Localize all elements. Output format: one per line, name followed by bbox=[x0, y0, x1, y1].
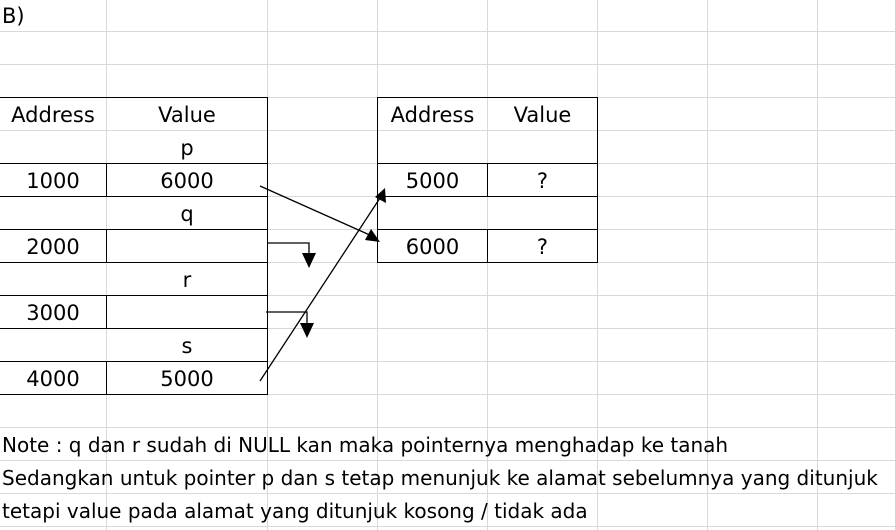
value-cell: 5000 bbox=[160, 367, 214, 391]
right-header-value: Value bbox=[513, 103, 572, 127]
address-cell: 4000 bbox=[26, 367, 80, 391]
pointer-arrow-p bbox=[259, 185, 380, 242]
variable-name-r: r bbox=[182, 268, 192, 292]
note-line: tetapi value pada alamat yang ditunjuk k… bbox=[2, 499, 588, 523]
left-header-value: Value bbox=[158, 103, 216, 127]
variable-name-q: q bbox=[180, 202, 194, 226]
null-pointer-q bbox=[268, 242, 316, 268]
right-header-address: Address bbox=[390, 103, 475, 127]
note-line: Note : q dan r sudah di NULL kan maka po… bbox=[2, 433, 729, 457]
value-cell: 6000 bbox=[160, 169, 214, 193]
address-cell: 1000 bbox=[26, 169, 80, 193]
section-label: B) bbox=[2, 4, 25, 28]
address-cell: 3000 bbox=[26, 301, 80, 325]
value-cell: ? bbox=[536, 169, 549, 193]
variable-name-p: p bbox=[180, 136, 194, 160]
null-pointer-r bbox=[266, 311, 314, 338]
left-header-address: Address bbox=[11, 103, 95, 127]
address-cell: 6000 bbox=[405, 235, 460, 259]
pointer-arrow-s bbox=[259, 188, 386, 382]
note-line: Sedangkan untuk pointer p dan s tetap me… bbox=[2, 466, 878, 490]
variable-name-s: s bbox=[181, 334, 193, 358]
address-cell: 2000 bbox=[26, 235, 80, 259]
value-cell: ? bbox=[536, 235, 549, 259]
address-cell: 5000 bbox=[405, 169, 460, 193]
